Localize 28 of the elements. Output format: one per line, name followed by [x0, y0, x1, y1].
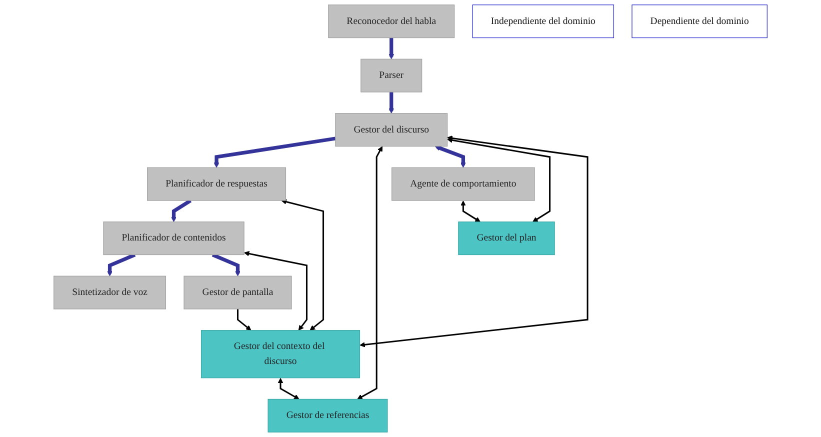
node-box: Gestor del contexto del discurso: [200, 330, 360, 378]
arrow: [171, 198, 192, 222]
node-box: Gestor del discurso: [335, 113, 448, 147]
arrow: [244, 251, 308, 331]
node-box: Gestor del plan: [458, 222, 555, 256]
arrow: [447, 138, 551, 222]
node-box: Gestor de referencias: [268, 398, 388, 432]
node-box: Reconocedor del habla: [328, 4, 455, 38]
node-box: Agente de comportamiento: [392, 167, 535, 201]
arrow: [212, 253, 240, 276]
node-box: Dependiente del dominio: [632, 4, 768, 38]
arrow: [460, 200, 480, 222]
node-box: Independiente del dominio: [472, 4, 614, 38]
node-box: Planificador de respuestas: [147, 167, 286, 201]
node-box: Gestor de pantalla: [184, 276, 292, 310]
arrow: [236, 309, 252, 331]
arrow: [388, 92, 394, 114]
arrow: [281, 199, 324, 331]
node-box: Sintetizador de voz: [54, 276, 166, 310]
arrow: [434, 145, 466, 168]
node-box: Parser: [360, 58, 422, 92]
node-box: Planificador de contenidos: [103, 222, 244, 256]
arrow: [357, 146, 383, 400]
arrow: [388, 38, 394, 60]
arrow: [214, 136, 336, 168]
arrow: [360, 136, 588, 348]
arrow: [278, 378, 300, 400]
arrow: [107, 253, 136, 276]
